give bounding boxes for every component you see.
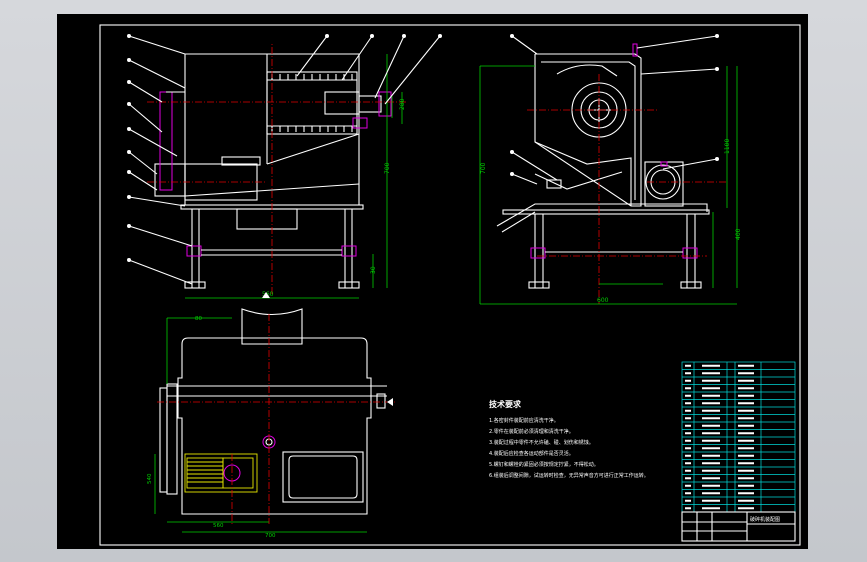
drawing-frame — [99, 24, 801, 546]
side-dim-b: 400 — [735, 228, 742, 240]
tech-note-4: 4.装配后应检查各运动部件是否灵活。 — [489, 450, 574, 457]
tech-note-6: 6.组装后调整间隙，试运转时检查，无异常声音方可进行正常工作运转。 — [489, 472, 649, 479]
title-block-name: 破碎机装配图 — [750, 516, 780, 523]
bom-cell-mark — [738, 484, 754, 487]
bom-cell-mark — [702, 469, 720, 472]
drawing-sheet: 700 30 560 280 — [57, 14, 808, 549]
bom-cell-mark — [685, 477, 691, 480]
top-dim-w1: 560 — [213, 523, 224, 529]
bom-cell-mark — [738, 409, 754, 412]
front-view: 700 30 560 280 — [127, 34, 442, 299]
bom-cell-mark — [685, 394, 691, 397]
side-balloons — [510, 34, 719, 176]
bom-cell-mark — [702, 424, 720, 427]
bom-cell-mark — [702, 372, 720, 375]
bom-cell-mark — [685, 462, 691, 465]
bom-cell-mark — [738, 492, 754, 495]
bom-cell-mark — [685, 387, 691, 390]
bom-cell-mark — [685, 409, 691, 412]
top-dim-w2: 700 — [265, 533, 276, 539]
bom-cell-mark — [685, 454, 691, 457]
bom-cell-mark — [702, 417, 720, 420]
bom-cell-mark — [685, 379, 691, 382]
bom-cell-mark — [702, 364, 720, 367]
bom-cell-mark — [702, 379, 720, 382]
bom-cell-mark — [738, 394, 754, 397]
bom-cell-mark — [685, 432, 691, 435]
top-view: 80 560 700 540 — [147, 292, 397, 539]
bom-row-marks — [685, 364, 754, 510]
bom-cell-mark — [685, 492, 691, 495]
bom-cell-mark — [738, 454, 754, 457]
rotor-teeth — [271, 74, 353, 132]
bom-cell-mark — [738, 424, 754, 427]
side-height-dim: 700 — [480, 162, 487, 174]
bom-cell-mark — [702, 499, 720, 502]
top-dim-b: 540 — [147, 473, 153, 484]
bom-cell-mark — [685, 469, 691, 472]
bom-cell-mark — [702, 432, 720, 435]
bom-cell-mark — [738, 364, 754, 367]
tech-note-2: 2.零件在装配前必须清理和清洗干净。 — [489, 428, 574, 435]
bom-cell-mark — [738, 417, 754, 420]
front-width-dim: 560 — [262, 291, 274, 298]
bom-row-lines — [682, 369, 795, 505]
bom-cell-mark — [702, 507, 720, 510]
tech-note-5: 5.螺钉和螺栓的紧固必须按规定拧紧，不得松动。 — [489, 461, 599, 468]
bom-cell-mark — [702, 484, 720, 487]
bom-cell-mark — [738, 469, 754, 472]
bom-cell-mark — [738, 499, 754, 502]
top-dim-a: 80 — [195, 316, 202, 322]
bom-cell-mark — [738, 372, 754, 375]
tech-note-3: 3.装配过程中零件不允许磕、碰、划伤和锈蚀。 — [489, 439, 594, 446]
bom-cell-mark — [702, 402, 720, 405]
bom-cell-mark — [685, 439, 691, 442]
side-width-dim: 600 — [597, 297, 609, 304]
bom-cell-mark — [685, 447, 691, 450]
bom-cell-mark — [702, 462, 720, 465]
bom-cell-mark — [685, 424, 691, 427]
bom-cell-mark — [685, 499, 691, 502]
bom-cell-mark — [685, 364, 691, 367]
title-block: 破碎机装配图 — [681, 511, 796, 542]
bom-cell-mark — [738, 462, 754, 465]
tech-notes: 技术要求 1.各密封件装配前应清洗干净。 2.零件在装配前必须清理和清洗干净。 … — [489, 399, 649, 479]
bom-cell-mark — [738, 477, 754, 480]
front-dim-b: 280 — [399, 98, 406, 110]
bom-cell-mark — [702, 394, 720, 397]
bom-cell-mark — [738, 432, 754, 435]
bom-cell-mark — [685, 402, 691, 405]
bom-cell-mark — [738, 402, 754, 405]
bom-cell-mark — [738, 507, 754, 510]
tech-notes-title: 技术要求 — [489, 399, 522, 409]
drawing-canvas: 700 30 560 280 — [99, 24, 801, 546]
front-dim-a: 30 — [370, 266, 377, 274]
bom-cell-mark — [702, 439, 720, 442]
bom-cell-mark — [738, 387, 754, 390]
bom-cell-mark — [702, 409, 720, 412]
front-balloons — [127, 34, 442, 262]
front-height-dim: 700 — [384, 162, 391, 174]
bom-cell-mark — [702, 492, 720, 495]
bom-cell-mark — [685, 417, 691, 420]
bom-cell-mark — [702, 447, 720, 450]
bom-cell-mark — [685, 372, 691, 375]
bom-table — [681, 361, 796, 513]
bom-cell-mark — [738, 379, 754, 382]
bom-cell-mark — [702, 454, 720, 457]
bom-cell-mark — [685, 507, 691, 510]
bom-cell-mark — [702, 387, 720, 390]
bom-cell-mark — [702, 477, 720, 480]
bom-cell-mark — [738, 439, 754, 442]
side-leaders — [511, 35, 718, 185]
tech-note-1: 1.各密封件装配前应清洗干净。 — [489, 417, 559, 424]
front-leaders — [128, 35, 441, 285]
bom-cell-mark — [738, 447, 754, 450]
side-view: 700 600 1100 400 — [479, 34, 742, 305]
side-dim-a: 1100 — [724, 139, 731, 154]
bom-cell-mark — [685, 484, 691, 487]
